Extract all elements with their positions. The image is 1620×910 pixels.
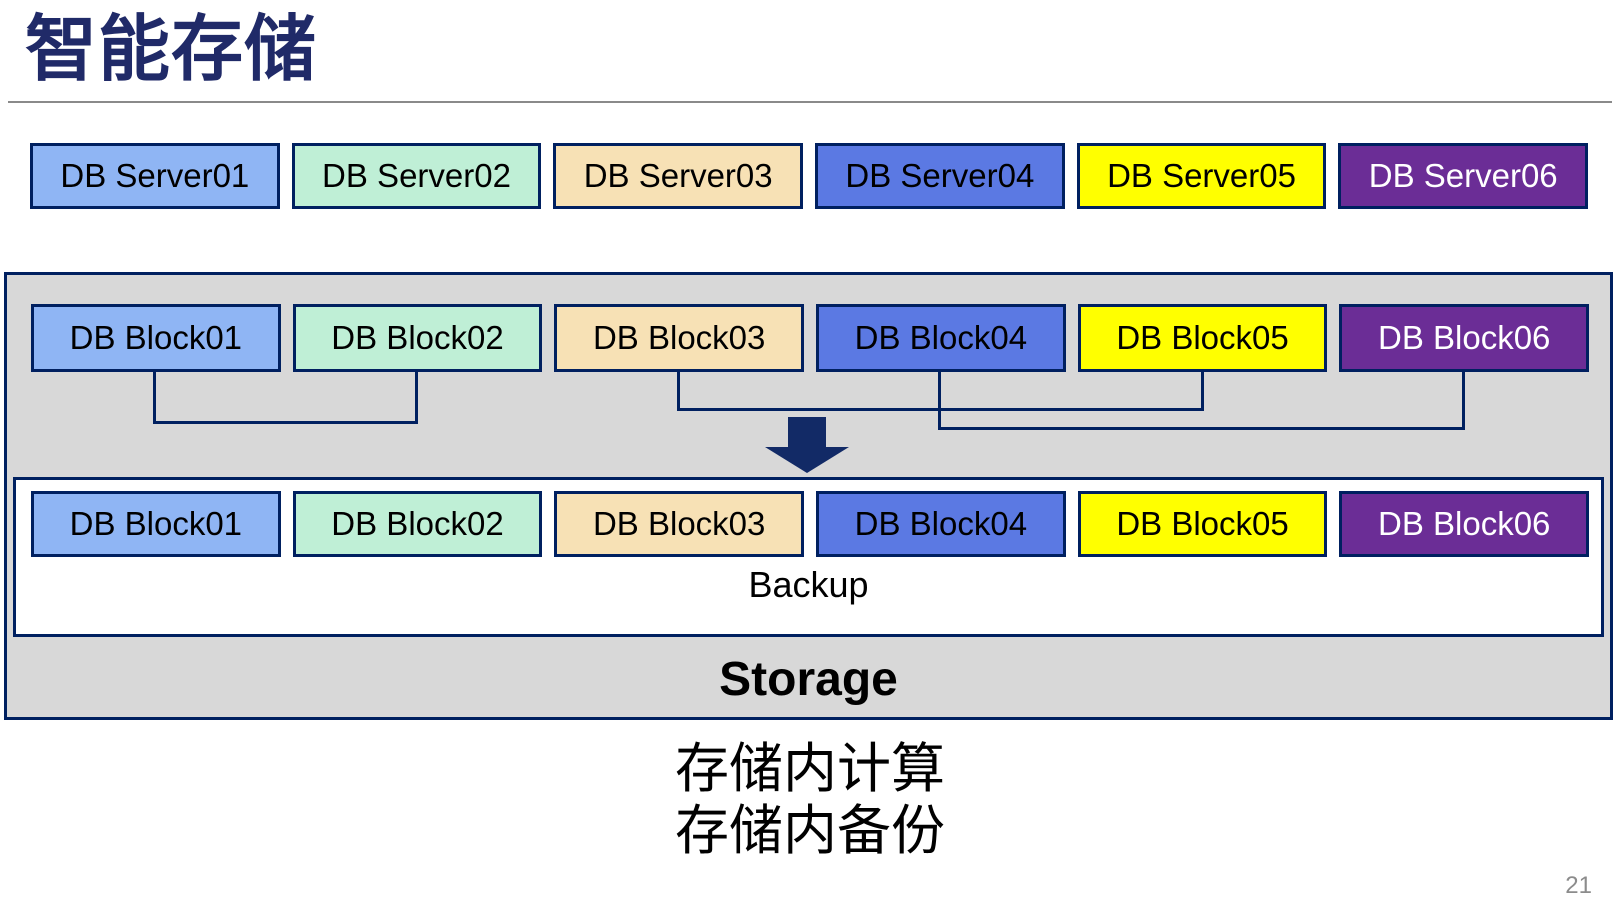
db-server-box: DB Server04	[815, 143, 1065, 209]
connector-line	[677, 372, 680, 411]
storage-label: Storage	[719, 653, 898, 706]
db-server-box: DB Server05	[1076, 143, 1327, 209]
page-title: 智能存储	[25, 10, 318, 90]
backup-label: Backup	[748, 564, 869, 605]
db-block-box: DB Block03	[554, 304, 805, 372]
db-block-box: DB Block06	[1339, 304, 1590, 372]
caption-line: 存储内计算	[675, 739, 945, 799]
arrow-down-icon	[765, 447, 849, 473]
backup-box: DB Block01 DB Block02 DB Block03 DB Bloc…	[13, 477, 1604, 637]
connector-line	[1201, 372, 1204, 411]
connector-line	[153, 421, 418, 424]
db-block-box: DB Block06	[1339, 491, 1590, 557]
db-block-box: DB Block04	[816, 491, 1066, 557]
db-server-row: DB Server01 DB Server02 DB Server03 DB S…	[30, 143, 1589, 209]
db-block-box: DB Block01	[31, 304, 281, 372]
db-block-box: DB Block01	[31, 491, 281, 557]
arrow-down-icon	[788, 417, 826, 448]
db-server-box: DB Server02	[291, 143, 542, 209]
caption-line: 存储内备份	[675, 801, 945, 861]
db-block-box: DB Block05	[1077, 491, 1328, 557]
connector-line	[938, 372, 941, 430]
connector-line	[938, 427, 1465, 430]
db-block-box: DB Block02	[292, 491, 543, 557]
db-block-row-backup: DB Block01 DB Block02 DB Block03 DB Bloc…	[31, 491, 1590, 557]
db-block-box: DB Block05	[1077, 304, 1328, 372]
db-block-box: DB Block02	[292, 304, 543, 372]
storage-container: DB Block01 DB Block02 DB Block03 DB Bloc…	[4, 272, 1613, 720]
page-number: 21	[1565, 872, 1592, 899]
caption: 存储内计算 存储内备份	[0, 738, 1620, 862]
db-server-box: DB Server06	[1338, 143, 1589, 209]
connector-line	[415, 372, 418, 424]
title-divider	[8, 101, 1612, 103]
db-server-box: DB Server03	[553, 143, 804, 209]
db-block-box: DB Block04	[816, 304, 1066, 372]
db-server-box: DB Server01	[30, 143, 280, 209]
connector-line	[1462, 372, 1465, 430]
db-block-row-source: DB Block01 DB Block02 DB Block03 DB Bloc…	[31, 304, 1590, 372]
connector-line	[153, 372, 156, 424]
db-block-box: DB Block03	[554, 491, 805, 557]
